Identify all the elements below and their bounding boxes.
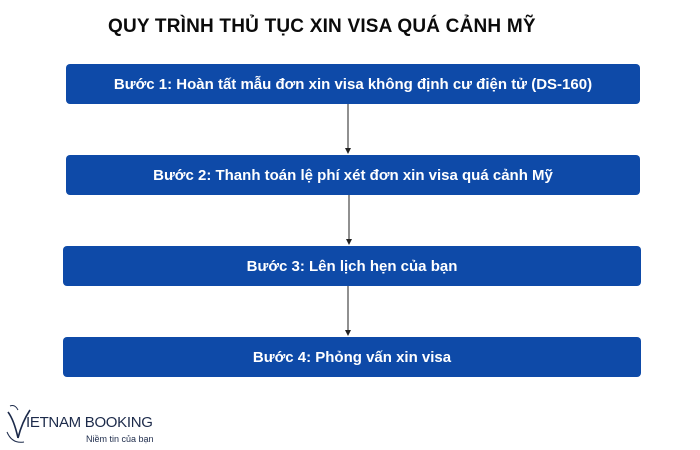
vietnam-booking-logo: IETNAM BOOKING Niềm tin của bạn	[6, 402, 176, 448]
step-3-label: Bước 3: Lên lịch hẹn của bạn	[246, 257, 458, 275]
arrow-step-3-to-4	[345, 286, 351, 336]
step-1-label: Bước 1: Hoàn tất mẫu đơn xin visa không …	[113, 75, 593, 93]
step-4-box: Bước 4: Phỏng vấn xin visa	[63, 337, 641, 377]
arrow-step-1-to-2	[345, 104, 351, 154]
logo-tagline: Niềm tin của bạn	[86, 434, 154, 444]
logo-name: IETNAM BOOKING	[26, 414, 153, 431]
step-4-label: Bước 4: Phỏng vấn xin visa	[252, 348, 452, 366]
arrow-step-2-to-3	[346, 195, 352, 245]
diagram-title: QUY TRÌNH THỦ TỤC XIN VISA QUÁ CẢNH MỸ	[108, 16, 536, 37]
vietnam-booking-logo-icon	[6, 405, 31, 443]
step-1-box: Bước 1: Hoàn tất mẫu đơn xin visa không …	[66, 64, 640, 104]
step-3-box: Bước 3: Lên lịch hẹn của bạn	[63, 246, 641, 286]
step-2-label: Bước 2: Thanh toán lệ phí xét đơn xin vi…	[153, 166, 553, 184]
step-2-box: Bước 2: Thanh toán lệ phí xét đơn xin vi…	[66, 155, 640, 195]
